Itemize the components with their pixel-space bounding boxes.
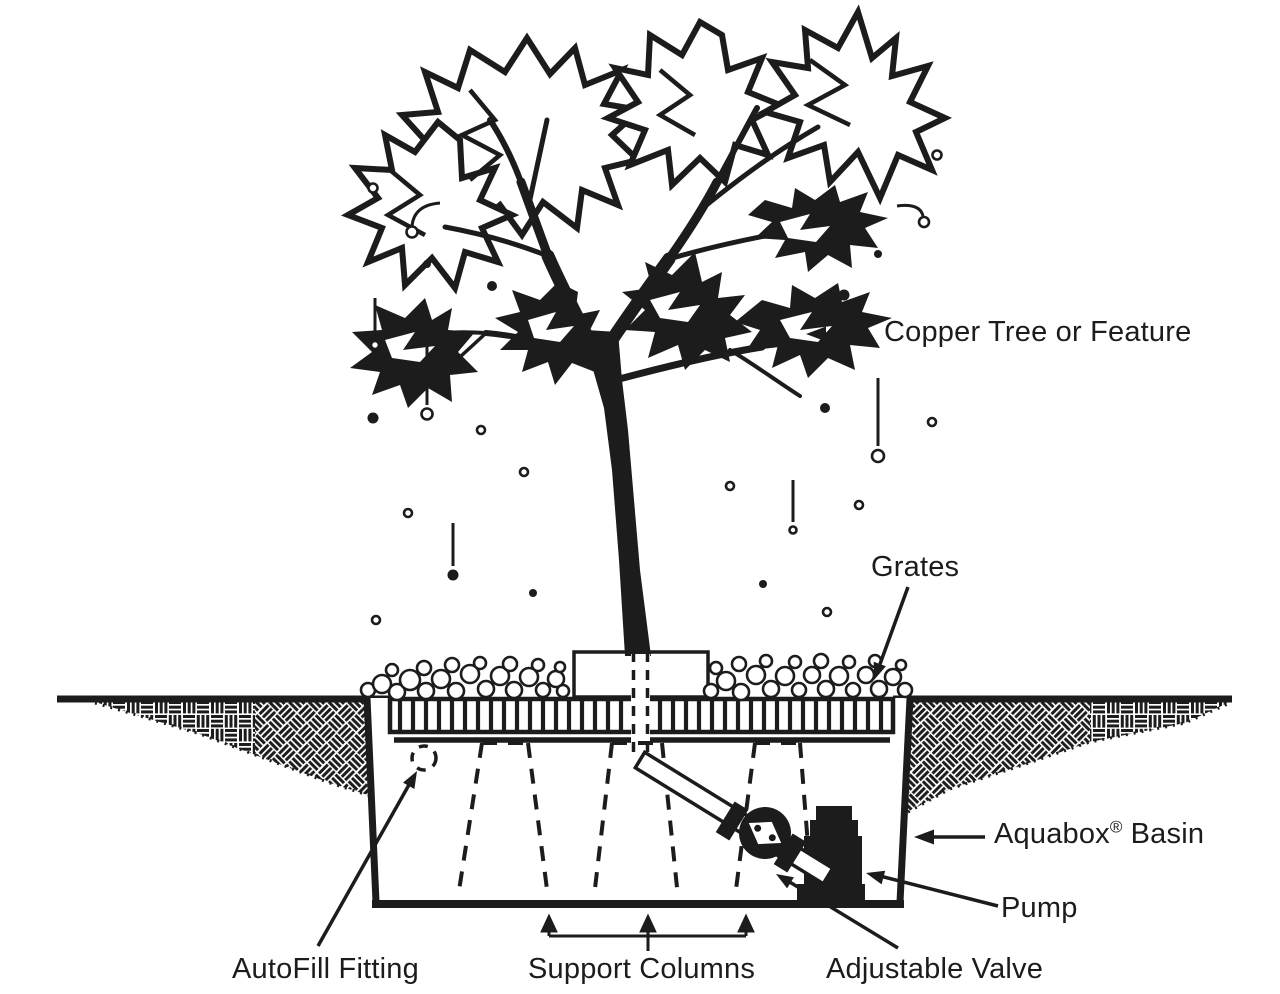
label-support-columns: Support Columns [528, 953, 756, 986]
label-grates-text: Grates [871, 551, 960, 583]
label-aquabox-suffix: Basin [1130, 818, 1205, 850]
label-copper-tree-text: Copper Tree or Feature [884, 316, 1192, 348]
autofill-fitting-mark [410, 744, 438, 772]
arrowhead-adjustable-valve [776, 874, 794, 889]
pebbles-right [702, 652, 914, 702]
label-support-columns-text: Support Columns [528, 953, 756, 985]
leader-adjustable-valve [776, 874, 899, 950]
foliage-texture-lines [383, 58, 851, 237]
label-autofill-fitting-text: AutoFill Fitting [232, 953, 419, 985]
leader-aquabox-basin [914, 829, 985, 845]
arrowhead-grates [873, 661, 886, 680]
soil-hatch-right [907, 701, 1231, 814]
label-aquabox-brand: Aquabox [994, 818, 1110, 850]
arrowhead-pump [866, 870, 886, 885]
leader-copper-tree [806, 326, 868, 342]
leader-grates [873, 586, 910, 680]
support-columns-bracket [540, 913, 755, 951]
support-columns-dashed [456, 741, 814, 898]
pipe-and-valve [632, 749, 836, 887]
water-droplets [367, 149, 943, 626]
adjustable-valve-mark [715, 801, 807, 873]
feed-pipe-dashed [631, 652, 650, 758]
label-pump: Pump [1001, 892, 1078, 925]
label-aquabox-basin: Aquabox® Basin [994, 817, 1205, 851]
pebbles-left [359, 655, 571, 702]
arrowhead-autofill [403, 771, 417, 789]
arrowhead-aquabox [914, 829, 934, 845]
soil-hatch-left [94, 701, 372, 798]
label-pump-text: Pump [1001, 892, 1078, 924]
label-adjustable-valve-text: Adjustable Valve [826, 953, 1044, 985]
leader-pump [866, 870, 999, 908]
copper-tree-illustration [340, 4, 953, 656]
label-copper-tree: Copper Tree or Feature [884, 316, 1192, 349]
registered-trademark-symbol: ® [1109, 817, 1123, 837]
arrowhead-copper-tree [806, 326, 826, 342]
label-adjustable-valve: Adjustable Valve [826, 953, 1044, 986]
leader-autofill [316, 771, 417, 947]
tree-trunk [578, 330, 651, 656]
label-grates: Grates [871, 551, 960, 584]
foliage-outline-clusters [340, 4, 953, 295]
pump-silhouette [797, 806, 865, 901]
label-autofill-fitting: AutoFill Fitting [232, 953, 419, 986]
grate-bars [397, 701, 884, 730]
